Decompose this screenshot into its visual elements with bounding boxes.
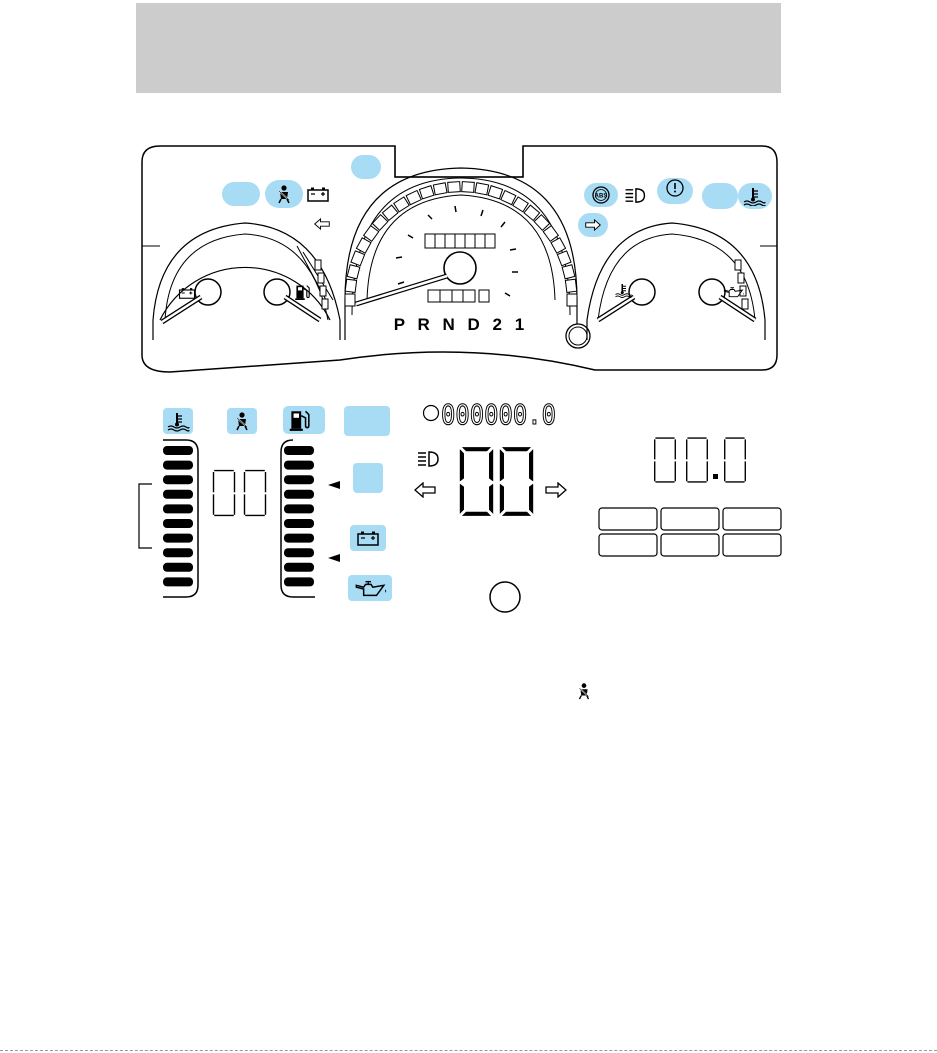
trip-button-4 <box>599 534 657 556</box>
fuel-bar-lamp <box>283 406 325 434</box>
bar-segment <box>163 504 193 513</box>
trip-digit-3 <box>724 437 746 482</box>
analog-cluster: ABS <box>142 146 777 372</box>
bar-segment <box>163 563 193 572</box>
speedometer-segment <box>475 183 489 195</box>
speedometer-segment <box>345 279 356 292</box>
left-blank-indicator-lamp <box>222 182 260 206</box>
oil-gauge-hub <box>699 279 725 305</box>
bar-segment <box>163 461 193 470</box>
fuel-gauge-hub <box>264 279 290 305</box>
digital-reset-knob <box>490 582 520 612</box>
right-blank-indicator-lamp <box>702 183 738 209</box>
odometer-indicator-dot <box>424 406 439 421</box>
trip-button-3 <box>723 508 781 530</box>
speedometer-segment <box>345 294 355 306</box>
temp-gauge-hub <box>629 279 655 305</box>
trip-button-1 <box>599 508 657 530</box>
bar-segment <box>163 534 193 543</box>
bar-segment <box>163 475 193 484</box>
bar-segment <box>163 490 193 499</box>
bar-segment <box>163 446 193 455</box>
speedometer-hub <box>444 252 476 284</box>
bar-segment <box>284 461 314 470</box>
blank-bar-lamp <box>344 406 390 436</box>
bar-segment <box>284 548 314 557</box>
speedometer-segment <box>433 183 447 195</box>
bar-segment <box>284 446 314 455</box>
bar-segment <box>284 563 314 572</box>
trip-button-6 <box>723 534 781 556</box>
gear-indicator: P R N D 2 1 <box>394 315 528 334</box>
speedometer-segment <box>567 294 577 306</box>
trip-digit-1 <box>654 437 676 482</box>
svg-text:ABS: ABS <box>595 194 608 200</box>
bar-gauge-digit-2 <box>244 470 266 516</box>
page-bottom-rule <box>0 1050 937 1052</box>
speed-digit-2 <box>500 447 533 516</box>
bar-segment <box>163 577 193 586</box>
bar-segment <box>284 504 314 513</box>
bar-segment <box>284 577 314 586</box>
digital-headlamp-icon <box>418 452 438 466</box>
bar-gauge-digit-1 <box>213 470 235 516</box>
bar-segment <box>284 490 314 499</box>
odometer-readout: 000000.0 <box>441 398 556 431</box>
speedometer-segment <box>462 182 475 193</box>
speedometer-segment <box>565 279 576 292</box>
bar-segment <box>284 475 314 484</box>
inline-seatbelt-icon <box>580 683 589 699</box>
trip-digit-2 <box>686 437 708 482</box>
digital-right-arrow-icon <box>546 483 566 497</box>
digital-left-arrow-icon <box>415 483 435 497</box>
speedometer-segment <box>448 182 461 193</box>
trip-button-2 <box>661 508 719 530</box>
battery-bar-lamp <box>350 525 386 551</box>
trip-computer-display <box>599 437 781 556</box>
bar-segment <box>284 519 314 528</box>
bar-segment <box>163 519 193 528</box>
bar-segment <box>284 534 314 543</box>
oil-bar-lamp <box>348 575 392 601</box>
trip-button-5 <box>661 534 719 556</box>
top-center-indicator-lamp <box>351 155 381 179</box>
digital-bar-gauges <box>139 406 392 601</box>
bar-segment <box>163 548 193 557</box>
speed-digit-1 <box>460 447 493 516</box>
square-bar-lamp <box>353 463 383 493</box>
abs-icon: ABS <box>593 187 609 203</box>
digital-speed-display: 000000.0 <box>415 398 566 612</box>
